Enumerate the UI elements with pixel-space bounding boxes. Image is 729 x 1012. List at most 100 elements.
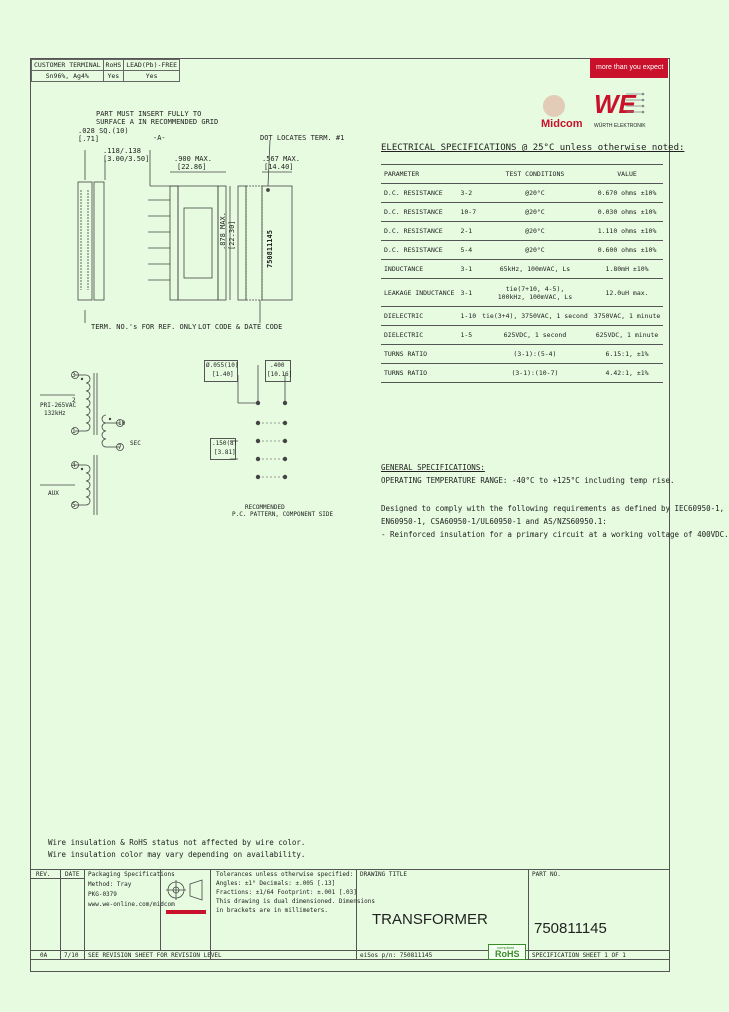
table-row: D.C. RESISTANCE 10-7 @20°C 0.030 ohms ±1… xyxy=(381,202,664,222)
cell-parameter: D.C. RESISTANCE xyxy=(381,240,458,260)
design-note-3: - Reinforced insulation for a primary ci… xyxy=(381,530,729,539)
table-header: LEAD(Pb)-FREE xyxy=(123,59,181,71)
cell-parameter: LEAKAGE INDUCTANCE xyxy=(381,278,458,307)
cell-value: 12.0uH max. xyxy=(590,278,664,307)
table-row: LEAKAGE INDUCTANCE 3-1 tie(7+10, 4-5), 1… xyxy=(381,278,664,307)
sec-label: SEC xyxy=(130,440,141,447)
cell-condition: 65kHz, 100mVAC, Ls xyxy=(479,259,591,279)
pcb-note-1: RECOMMENDED xyxy=(245,504,285,511)
cell-parameter: D.C. RESISTANCE xyxy=(381,202,458,222)
terminal-table: CUSTOMER TERMINAL RoHS LEAD(Pb)-FREE Sn9… xyxy=(31,59,181,82)
pin-1: 1 xyxy=(72,428,76,435)
brand-bar xyxy=(590,58,668,78)
dim-900-mm: [22.86] xyxy=(177,163,207,171)
cell-pins: 3-1 xyxy=(457,259,480,279)
part-no-label: PART NO. xyxy=(532,871,561,878)
cell-condition: @20°C xyxy=(479,183,591,203)
pin-2: 2 xyxy=(72,397,76,404)
header-test-conditions: TEST CONDITIONS xyxy=(479,164,591,184)
wurth-logo: WÜRTH ELEKTRONIK xyxy=(594,123,646,129)
table-row: D.C. RESISTANCE 5-4 @20°C 0.600 ohms ±10… xyxy=(381,240,664,260)
divider xyxy=(30,878,84,879)
cell-value: 4.42:1, ±1% xyxy=(590,363,664,383)
dim-118: .118/.138 xyxy=(103,147,141,155)
cell-parameter: INDUCTANCE xyxy=(381,259,458,279)
cell-parameter: TURNS RATIO xyxy=(381,363,458,383)
table-header: CUSTOMER TERMINAL xyxy=(31,59,104,71)
packaging-spec: Packaging Specifications xyxy=(88,871,175,878)
pin-10: 10 xyxy=(118,420,126,427)
cell-value: 1.110 ohms ±10% xyxy=(590,221,664,241)
table-row: TURNS RATIO (3-1):(5-4) 6.15:1, ±1% xyxy=(381,344,664,364)
dim-900: .900 MAX. xyxy=(174,155,212,163)
sheet-number: SPECIFICATION SHEET 1 OF 1 xyxy=(532,952,626,959)
midcom-icon xyxy=(543,95,565,117)
dot-note: DOT LOCATES TERM. #1 xyxy=(260,134,345,142)
elec-title: ELECTRICAL SPECIFICATIONS @ 25°C unless … xyxy=(381,143,685,153)
tolerance-title: Tolerances unless otherwise specified: xyxy=(216,871,354,878)
table-row: DIELECTRIC 1-10 tie(3+4), 3750VAC, 1 sec… xyxy=(381,306,664,326)
dual-dimension-note: This drawing is dual dimensioned. Dimens… xyxy=(216,898,375,905)
elec-spec-table: PARAMETER TEST CONDITIONS VALUE D.C. RES… xyxy=(381,164,664,383)
pin-3: 3 xyxy=(72,372,76,379)
esos-pn: eiSos p/n: 750811145 xyxy=(360,952,433,959)
rev-label: REV. xyxy=(36,871,51,878)
table-cell: Sn96%, Ag4% xyxy=(31,70,104,82)
rohs-badge: compliant RoHS xyxy=(488,944,526,960)
drawing-title: TRANSFORMER xyxy=(372,911,488,928)
table-row: DIELECTRIC 1-5 625VDC, 1 second 625VDC, … xyxy=(381,325,664,345)
table-row: TURNS RATIO (3-1):(10-7) 4.42:1, ±1% xyxy=(381,363,664,383)
cell-value: 625VDC, 1 minute xyxy=(590,325,664,345)
revision-note: SEE REVISION SHEET FOR REVISION LEVEL xyxy=(88,952,222,959)
title-block-top xyxy=(30,869,669,870)
cell-condition: (3-1):(5-4) xyxy=(479,344,591,364)
divider xyxy=(60,869,61,960)
dim-055-mm: [1.40] xyxy=(212,371,234,378)
cell-pins: 3-2 xyxy=(457,183,480,203)
design-note-1: Designed to comply with the following re… xyxy=(381,504,725,513)
cell-value: 0.600 ohms ±10% xyxy=(590,240,664,260)
tolerance-fractions: Fractions: ±1/64 Footprint: ±.001 [.03] xyxy=(216,889,357,896)
dim-567: .567 MAX. xyxy=(262,155,300,163)
insert-note-1: PART MUST INSERT FULLY TO xyxy=(96,110,202,118)
cell-condition: @20°C xyxy=(479,202,591,222)
header-value: VALUE xyxy=(590,164,664,184)
cell-pins: 1-5 xyxy=(457,325,480,345)
dim-567-mm: [14.40] xyxy=(264,163,294,171)
term-note: TERM. NO.'s FOR REF. ONLY xyxy=(91,323,197,331)
cell-value: 0.030 ohms ±10% xyxy=(590,202,664,222)
lot-note: LOT CODE & DATE CODE xyxy=(198,323,283,331)
rev-value: 0A xyxy=(40,952,48,959)
cell-condition: @20°C xyxy=(479,240,591,260)
dim-150: .150(8) xyxy=(212,440,238,447)
packaging-url[interactable]: www.we-online.com/midcom xyxy=(88,901,175,908)
dim-028: .028 SQ.(10) xyxy=(78,127,129,135)
divider xyxy=(84,869,85,960)
cell-parameter: TURNS RATIO xyxy=(381,344,458,364)
brand-stripe xyxy=(166,910,206,914)
rohs-compliant: compliant xyxy=(497,945,515,950)
cell-condition: (3-1):(10-7) xyxy=(479,363,591,383)
part-number: 750811145 xyxy=(534,920,607,937)
packaging-method: Method: Tray xyxy=(88,881,132,888)
drawing-title-label: DRAWING TITLE xyxy=(360,871,407,878)
cell-condition: 625VDC, 1 second xyxy=(479,325,591,345)
cell-parameter: DIELECTRIC xyxy=(381,306,458,326)
cell-parameter: D.C. RESISTANCE xyxy=(381,221,458,241)
rohs-text: RoHS xyxy=(495,949,520,959)
midcom-logo: Midcom xyxy=(541,118,583,130)
dim-150-mm: [3.81] xyxy=(214,449,236,456)
dim-055-box xyxy=(204,360,238,382)
operating-temp: OPERATING TEMPERATURE RANGE: -40°C to +1… xyxy=(381,476,675,485)
dim-400-mm: [10.16] xyxy=(267,371,293,378)
divider xyxy=(528,869,529,960)
dim-400-box xyxy=(265,360,291,382)
mechanical-drawing xyxy=(77,139,293,323)
cell-pins xyxy=(457,363,480,383)
drawing-sheet xyxy=(30,58,670,972)
cell-parameter: DIELECTRIC xyxy=(381,325,458,345)
brand-tagline: more than you expect xyxy=(596,64,664,71)
cell-value: 0.670 ohms ±10% xyxy=(590,183,664,203)
cell-condition: @20°C xyxy=(479,221,591,241)
title-block-bottom xyxy=(30,959,669,960)
